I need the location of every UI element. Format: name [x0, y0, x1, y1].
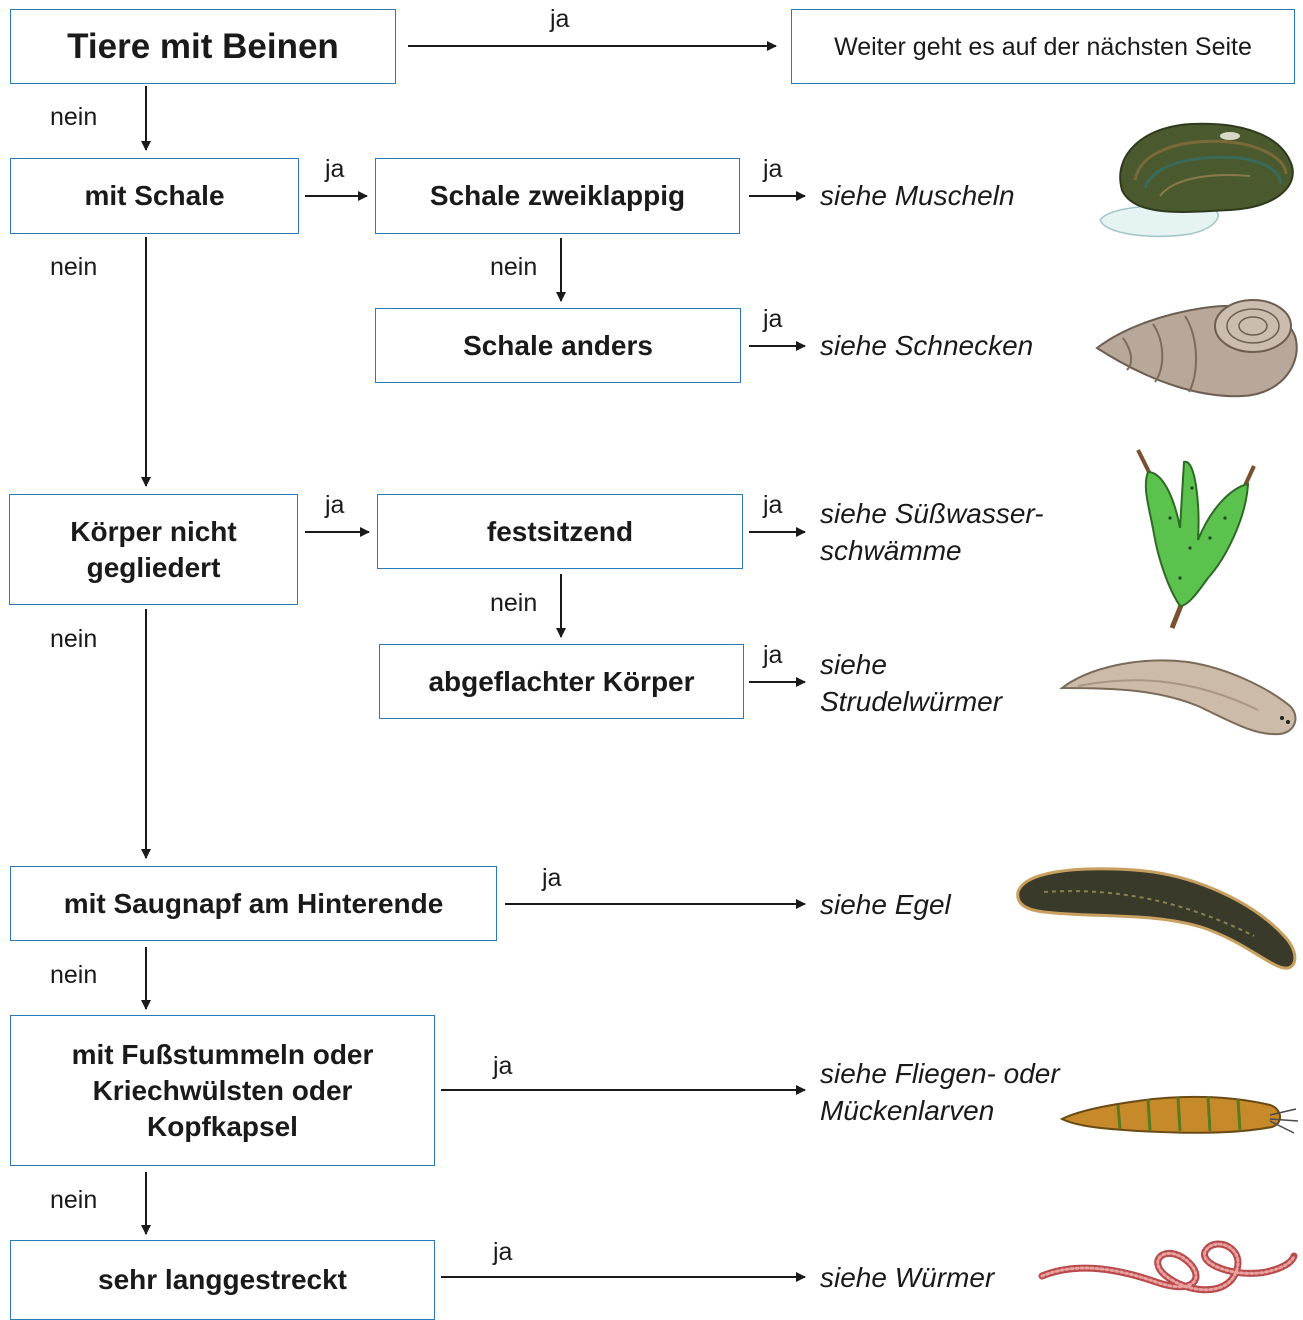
label-ja: ja — [325, 490, 344, 520]
box-mit-schale: mit Schale — [10, 158, 299, 234]
label-ja: ja — [763, 640, 782, 670]
result-text-line2: Mückenlarven — [820, 1092, 1060, 1129]
box-festsitzend: festsitzend — [377, 494, 743, 569]
sponge-illustration — [1130, 448, 1260, 630]
box-label-line2: gegliedert — [87, 550, 221, 586]
box-label: Schale anders — [463, 328, 653, 364]
label-nein: nein — [50, 102, 97, 132]
label-ja: ja — [493, 1237, 512, 1267]
box-label: sehr langgestreckt — [98, 1262, 347, 1298]
box-label-line1: Körper nicht — [70, 514, 236, 550]
result-muscheln: siehe Muscheln — [820, 177, 1015, 214]
result-schnecken: siehe Schnecken — [820, 327, 1033, 364]
box-label: festsitzend — [487, 514, 633, 550]
label-ja: ja — [763, 154, 782, 184]
label-nein: nein — [50, 1185, 97, 1215]
box-koerper-nicht-gegliedert: Körper nicht gegliedert — [9, 494, 298, 605]
label-nein: nein — [490, 252, 537, 282]
snail-illustration — [1093, 288, 1303, 400]
box-next-page: Weiter geht es auf der nächsten Seite — [791, 9, 1295, 84]
box-schale-anders: Schale anders — [375, 308, 741, 383]
result-egel: siehe Egel — [820, 886, 951, 923]
box-schale-zweiklappig: Schale zweiklappig — [375, 158, 740, 234]
box-abgeflachter-koerper: abgeflachter Körper — [379, 644, 744, 719]
label-ja: ja — [550, 4, 569, 34]
label-ja: ja — [325, 154, 344, 184]
box-sehr-langgestreckt: sehr langgestreckt — [10, 1240, 435, 1320]
box-label-line2: Kriechwülsten oder — [93, 1073, 353, 1109]
label-ja: ja — [493, 1051, 512, 1081]
worm-illustration — [1036, 1232, 1300, 1312]
larva-illustration — [1058, 1075, 1300, 1155]
mussel-illustration — [1090, 118, 1300, 240]
box-label: Weiter geht es auf der nächsten Seite — [834, 29, 1252, 65]
result-text-line1: siehe — [820, 646, 1002, 683]
flatworm-illustration — [1058, 648, 1300, 740]
label-nein: nein — [50, 960, 97, 990]
box-mit-fussstummeln: mit Fußstummeln oder Kriechwülsten oder … — [10, 1015, 435, 1166]
box-label-line1: mit Fußstummeln oder — [72, 1037, 374, 1073]
box-label: Tiere mit Beinen — [67, 29, 339, 65]
result-text: siehe Würmer — [820, 1262, 994, 1293]
label-ja: ja — [542, 863, 561, 893]
result-text: siehe Egel — [820, 889, 951, 920]
label-ja: ja — [763, 304, 782, 334]
box-mit-saugnapf: mit Saugnapf am Hinterende — [10, 866, 497, 941]
label-nein: nein — [490, 588, 537, 618]
leech-illustration — [1014, 862, 1302, 974]
result-text-line2: schwämme — [820, 532, 1044, 569]
result-strudelwuermer: siehe Strudelwürmer — [820, 646, 1002, 720]
box-label: Schale zweiklappig — [430, 178, 685, 214]
result-larven: siehe Fliegen- oder Mückenlarven — [820, 1055, 1060, 1129]
box-label-line3: Kopfkapsel — [147, 1109, 298, 1145]
box-label: mit Schale — [84, 178, 224, 214]
result-text: siehe Muscheln — [820, 180, 1015, 211]
box-label: abgeflachter Körper — [428, 664, 694, 700]
label-ja: ja — [763, 490, 782, 520]
result-suesswasserschwaemme: siehe Süßwasser- schwämme — [820, 495, 1044, 569]
label-nein: nein — [50, 252, 97, 282]
label-nein: nein — [50, 624, 97, 654]
result-text-line2: Strudelwürmer — [820, 683, 1002, 720]
box-tiere-mit-beinen: Tiere mit Beinen — [10, 9, 396, 84]
result-text-line1: siehe Fliegen- oder — [820, 1055, 1060, 1092]
result-wuermer: siehe Würmer — [820, 1259, 994, 1296]
box-label: mit Saugnapf am Hinterende — [64, 886, 444, 922]
result-text: siehe Schnecken — [820, 330, 1033, 361]
result-text-line1: siehe Süßwasser- — [820, 495, 1044, 532]
